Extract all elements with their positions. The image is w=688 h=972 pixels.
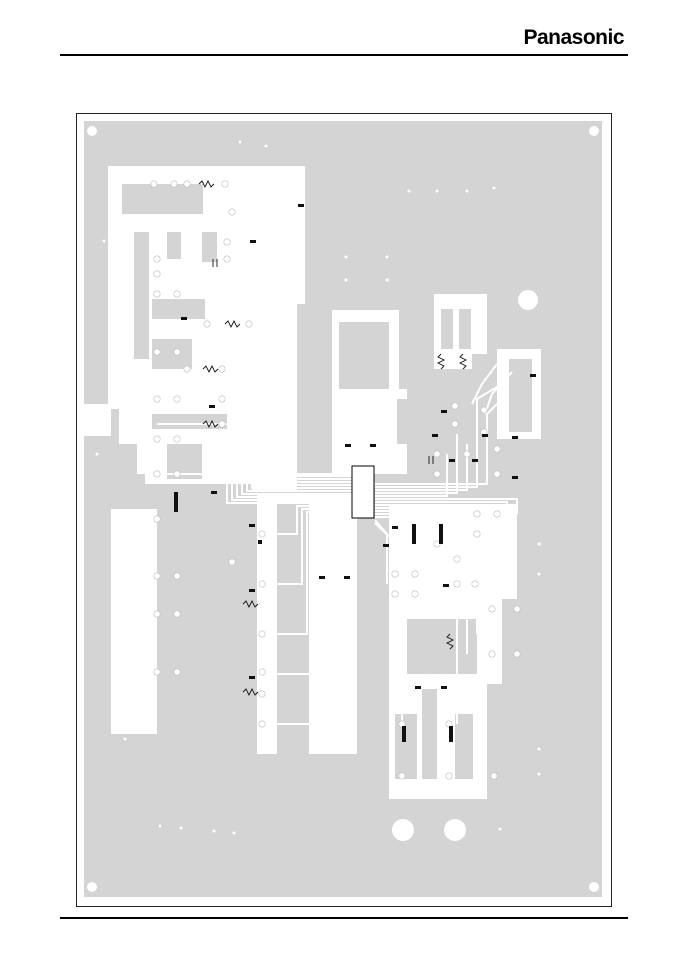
board-frame bbox=[76, 113, 612, 907]
vias bbox=[95, 140, 541, 835]
panasonic-logo: Panasonic bbox=[523, 26, 624, 49]
component-symbols bbox=[198, 179, 468, 697]
mounting-holes bbox=[87, 126, 599, 892]
pcb-layout-diagram bbox=[84, 121, 602, 897]
ic-footprint bbox=[351, 465, 375, 519]
copper-islands bbox=[111, 184, 532, 779]
footer-rule bbox=[60, 917, 628, 919]
header-rule bbox=[60, 54, 628, 56]
component-pads bbox=[150, 180, 521, 780]
capacitor-glyphs bbox=[181, 204, 536, 689]
diode-bars bbox=[174, 492, 453, 742]
signal-traces bbox=[152, 183, 518, 725]
